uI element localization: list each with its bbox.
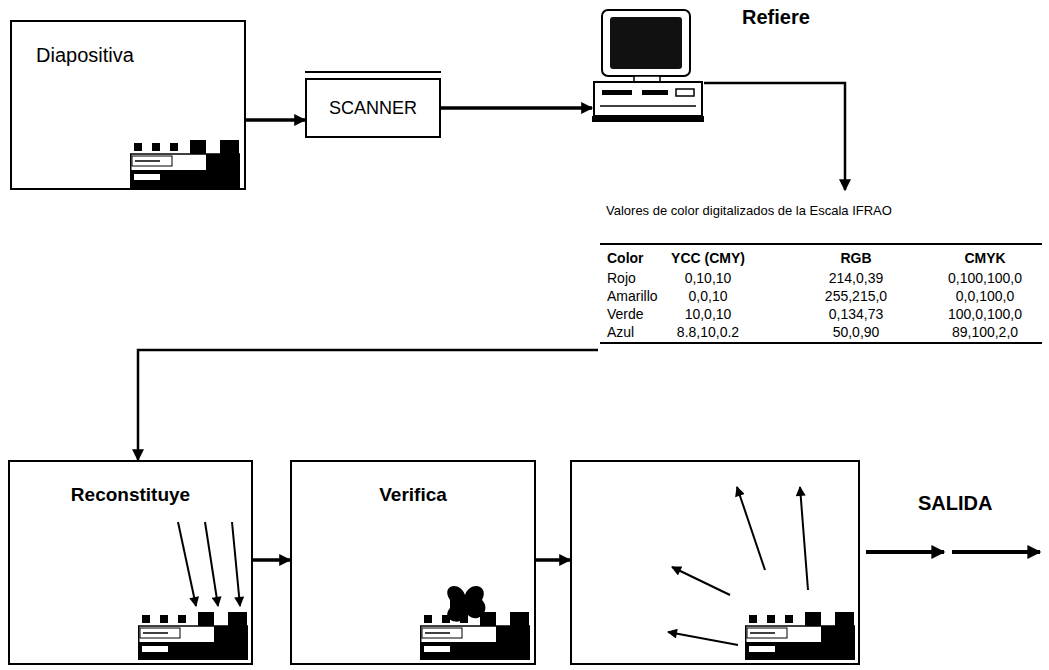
box-title: SCANNER (307, 98, 439, 119)
slide-box: Diapositiva (10, 20, 246, 190)
table-title: Valores de color digitalizados de la Esc… (606, 204, 892, 219)
output-label: SALIDA (918, 492, 992, 515)
output-arrows (668, 487, 808, 645)
flow-arrow (441, 106, 592, 110)
table-cell: 0,0,10 (689, 288, 728, 304)
table-cell: 0,134,73 (829, 306, 884, 322)
table-cell: 214,0,39 (829, 270, 884, 286)
ifrao-scale (130, 140, 239, 188)
table-cell: Verde (607, 306, 644, 322)
flow-arrow (138, 350, 598, 460)
table-cell: Amarillo (607, 288, 658, 304)
table-cell: 100,0,100,0 (948, 306, 1022, 322)
table-cell: 8.8,10,0.2 (677, 324, 739, 340)
computer-node: Refiere (592, 8, 704, 126)
table-rule (600, 243, 1042, 245)
flow-arrow (704, 83, 845, 190)
table-header: CMYK (964, 250, 1005, 266)
table-cell: Rojo (607, 270, 636, 286)
rebuild-arrows (178, 522, 240, 606)
step-heading: Verifica (292, 484, 534, 506)
output-box (570, 460, 860, 665)
ifrao-scale (420, 612, 529, 660)
table-cell: 10,0,10 (685, 306, 732, 322)
flow-arrow (246, 118, 305, 122)
box-title: Diapositiva (36, 44, 134, 67)
step-box: Reconstituye (8, 460, 253, 665)
table-header: RGB (840, 250, 871, 266)
table-cell: Azul (607, 324, 634, 340)
table-cell: 89,100,2,0 (952, 324, 1018, 340)
flow-arrow (253, 558, 290, 562)
table-cell: 0,0,100,0 (956, 288, 1014, 304)
table-header: YCC (CMY) (671, 250, 745, 266)
scanner-box: SCANNER (305, 78, 441, 138)
step-heading: Refiere (742, 6, 810, 29)
step-heading: Reconstituye (10, 484, 251, 506)
ifrao-scale (138, 612, 247, 660)
computer-icon (592, 8, 704, 126)
table-cell: 0,100,100,0 (948, 270, 1022, 286)
scanner-top-line (305, 71, 441, 73)
exit-arrows (866, 550, 1040, 554)
flow-arrow (536, 558, 570, 562)
step-box: Verifica (290, 460, 536, 665)
table-cell: 0,10,10 (685, 270, 732, 286)
table-header: Color (607, 250, 644, 266)
table-cell: 50,0,90 (833, 324, 880, 340)
defect-blob (447, 586, 485, 622)
ifrao-scale (745, 612, 854, 660)
table-cell: 255,215,0 (825, 288, 887, 304)
table-rule (600, 342, 1042, 344)
